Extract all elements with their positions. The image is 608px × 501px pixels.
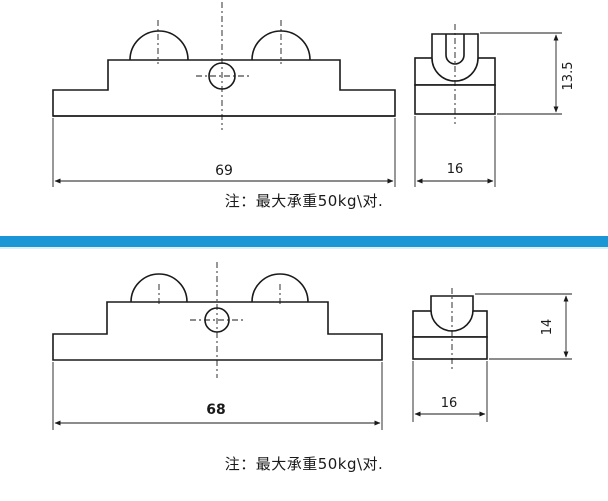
- top-load-note: 注：最大承重50kg\对.: [224, 192, 384, 210]
- section-separator: [0, 236, 608, 247]
- top-width-label: 16: [447, 162, 464, 177]
- bottom-side-wheel: [430, 295, 474, 332]
- bottom-load-note: 注：最大承重50kg\对.: [224, 455, 384, 473]
- top-height-label: 13.5: [561, 62, 576, 91]
- top-left-wheel: [129, 30, 189, 61]
- top-length-dimension: [52, 118, 396, 187]
- top-front-view: [52, 30, 396, 117]
- top-height-dimension: [480, 32, 562, 115]
- bottom-width-dimension: [412, 361, 488, 422]
- top-right-wheel: [251, 30, 311, 61]
- bottom-length-label: 68: [206, 402, 225, 418]
- bottom-length-dimension: [52, 362, 383, 430]
- bottom-width-label: 16: [441, 396, 458, 411]
- bottom-side-view: [412, 295, 488, 360]
- top-length-label: 69: [215, 163, 233, 179]
- top-side-view: [414, 33, 496, 115]
- bottom-centerlines: [158, 262, 281, 378]
- top-centerlines: [157, 2, 282, 130]
- bottom-front-view: [52, 273, 383, 361]
- bottom-height-label: 14: [540, 319, 555, 336]
- top-width-dimension: [414, 116, 496, 187]
- bottom-height-dimension: [475, 293, 572, 360]
